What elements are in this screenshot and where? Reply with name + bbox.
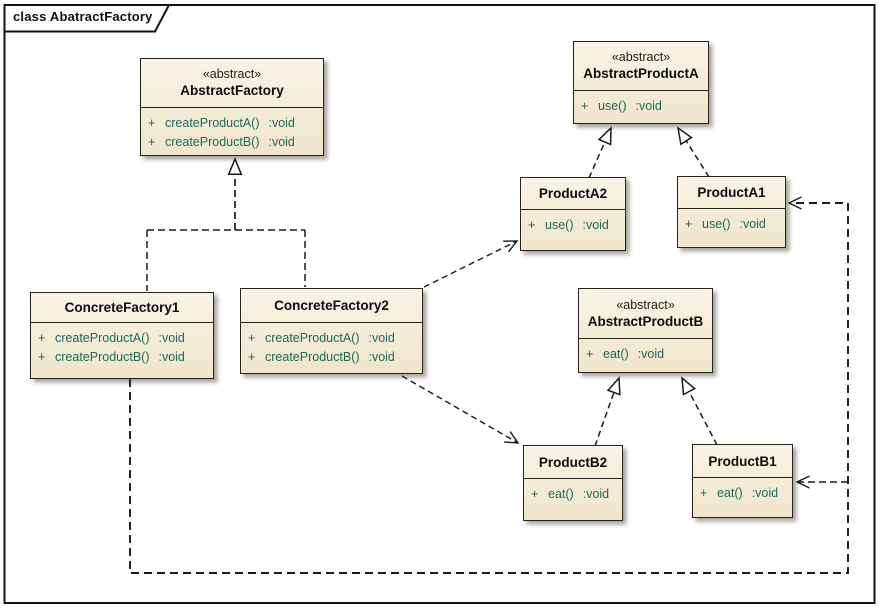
method-row: + use() :void — [685, 215, 779, 234]
method-row: + createProductA() :void — [248, 329, 416, 348]
class-header: «abstract» AbstractFactory — [141, 59, 323, 108]
method-signature: createProductB() — [55, 350, 150, 364]
return-type: :void — [739, 217, 766, 231]
method-signature: use() — [545, 218, 574, 232]
return-type: :void — [158, 331, 185, 345]
visibility: + — [581, 99, 589, 113]
class-concrete-factory1[interactable]: ConcreteFactory1 + createProductA() :voi… — [30, 292, 214, 379]
realization-producta1-abstractproducta[interactable] — [676, 126, 710, 178]
realization-productb2-abstractproductb[interactable] — [594, 376, 621, 447]
stereotype-label: «abstract» — [202, 67, 262, 81]
stereotype-label: «abstract» — [616, 297, 675, 312]
class-abstract-product-b[interactable]: «abstract» AbstractProductB + eat() :voi… — [578, 288, 713, 373]
class-header: ConcreteFactory1 — [31, 293, 213, 323]
return-type: :void — [751, 486, 779, 500]
realization-producta2-abstractproducta[interactable] — [588, 126, 612, 179]
visibility: + — [148, 135, 156, 149]
stereotype-label: «abstract» — [611, 50, 671, 64]
return-type: :void — [368, 350, 395, 364]
method-row: + createProductA() :void — [38, 329, 207, 348]
method-signature: createProductA() — [55, 331, 150, 345]
class-product-a1[interactable]: ProductA1 + use() :void — [677, 176, 786, 248]
operations-compartment: + createProductA() :void + createProduct… — [31, 323, 213, 371]
method-row: + createProductB() :void — [248, 348, 416, 367]
return-type: :void — [268, 135, 295, 149]
operations-compartment: + eat() :void — [579, 339, 712, 368]
diagram-frame — [3, 4, 876, 604]
class-name: ProductB1 — [708, 453, 777, 469]
method-row: + createProductB() :void — [148, 133, 317, 152]
method-signature: createProductA() — [265, 331, 360, 345]
operations-compartment: + use() :void — [521, 210, 625, 239]
method-row: + use() :void — [528, 216, 619, 235]
frame-label-tab — [3, 4, 171, 33]
class-header: «abstract» AbstractProductA — [574, 42, 708, 91]
class-name: AbstractProductB — [587, 313, 704, 329]
return-type: :void — [268, 116, 295, 130]
method-signature: createProductB() — [265, 350, 360, 364]
visibility: + — [248, 350, 256, 364]
method-row: + use() :void — [581, 97, 702, 116]
return-type: :void — [582, 218, 609, 232]
class-name: ProductB2 — [538, 454, 608, 470]
method-row: + eat() :void — [700, 484, 786, 503]
class-header: ProductA2 — [521, 178, 625, 210]
visibility: + — [586, 347, 594, 361]
realization-productb1-abstractproductb[interactable] — [681, 376, 718, 446]
dependency-concretefactory2-productb2[interactable] — [401, 375, 520, 444]
class-name: ConcreteFactory1 — [64, 300, 180, 315]
method-row: + createProductB() :void — [38, 348, 207, 367]
frame-label: class AbatractFactory — [13, 9, 153, 24]
visibility: + — [38, 350, 46, 364]
operations-compartment: + use() :void — [574, 91, 708, 120]
dependency-concretefactory2-producta2[interactable] — [423, 240, 519, 288]
return-type: :void — [635, 99, 662, 113]
return-type: :void — [158, 350, 185, 364]
method-signature: eat() — [717, 486, 743, 500]
class-header: ProductB2 — [524, 446, 622, 479]
class-name: AbstractProductA — [583, 66, 699, 81]
visibility: + — [148, 116, 156, 130]
class-abstract-factory[interactable]: «abstract» AbstractFactory + createProdu… — [140, 58, 324, 156]
dependency-concretefactory1-producta1[interactable] — [129, 196, 849, 574]
method-signature: use() — [598, 99, 627, 113]
operations-compartment: + createProductA() :void + createProduct… — [141, 108, 323, 156]
class-name: ProductA1 — [697, 185, 766, 200]
visibility: + — [531, 487, 539, 501]
method-row: + eat() :void — [531, 485, 616, 504]
method-signature: createProductB() — [165, 135, 260, 149]
operations-compartment: + eat() :void — [524, 479, 622, 508]
return-type: :void — [637, 347, 665, 361]
operations-compartment: + eat() :void — [693, 478, 792, 507]
class-header: ProductB1 — [693, 445, 792, 478]
visibility: + — [700, 486, 708, 500]
class-header: «abstract» AbstractProductB — [579, 289, 712, 339]
return-type: :void — [582, 487, 610, 501]
method-row: + eat() :void — [586, 345, 706, 364]
visibility: + — [38, 331, 46, 345]
class-product-b1[interactable]: ProductB1 + eat() :void — [692, 444, 793, 518]
class-abstract-product-a[interactable]: «abstract» AbstractProductA + use() :voi… — [573, 41, 709, 124]
operations-compartment: + createProductA() :void + createProduct… — [241, 323, 422, 371]
method-signature: createProductA() — [165, 116, 260, 130]
class-header: ProductA1 — [678, 177, 785, 209]
class-name: ConcreteFactory2 — [274, 298, 389, 313]
class-product-b2[interactable]: ProductB2 + eat() :void — [523, 445, 623, 521]
visibility: + — [685, 217, 693, 231]
class-product-a2[interactable]: ProductA2 + use() :void — [520, 177, 626, 251]
method-signature: eat() — [603, 347, 629, 361]
method-signature: use() — [702, 217, 731, 231]
class-concrete-factory2[interactable]: ConcreteFactory2 + createProductA() :voi… — [240, 288, 423, 374]
class-name: AbstractFactory — [180, 83, 284, 98]
method-row: + createProductA() :void — [148, 114, 317, 133]
return-type: :void — [368, 331, 395, 345]
method-signature: eat() — [548, 487, 574, 501]
visibility: + — [528, 218, 536, 232]
operations-compartment: + use() :void — [678, 209, 785, 238]
visibility: + — [248, 331, 256, 345]
class-name: ProductA2 — [538, 186, 608, 201]
class-header: ConcreteFactory2 — [241, 289, 422, 323]
